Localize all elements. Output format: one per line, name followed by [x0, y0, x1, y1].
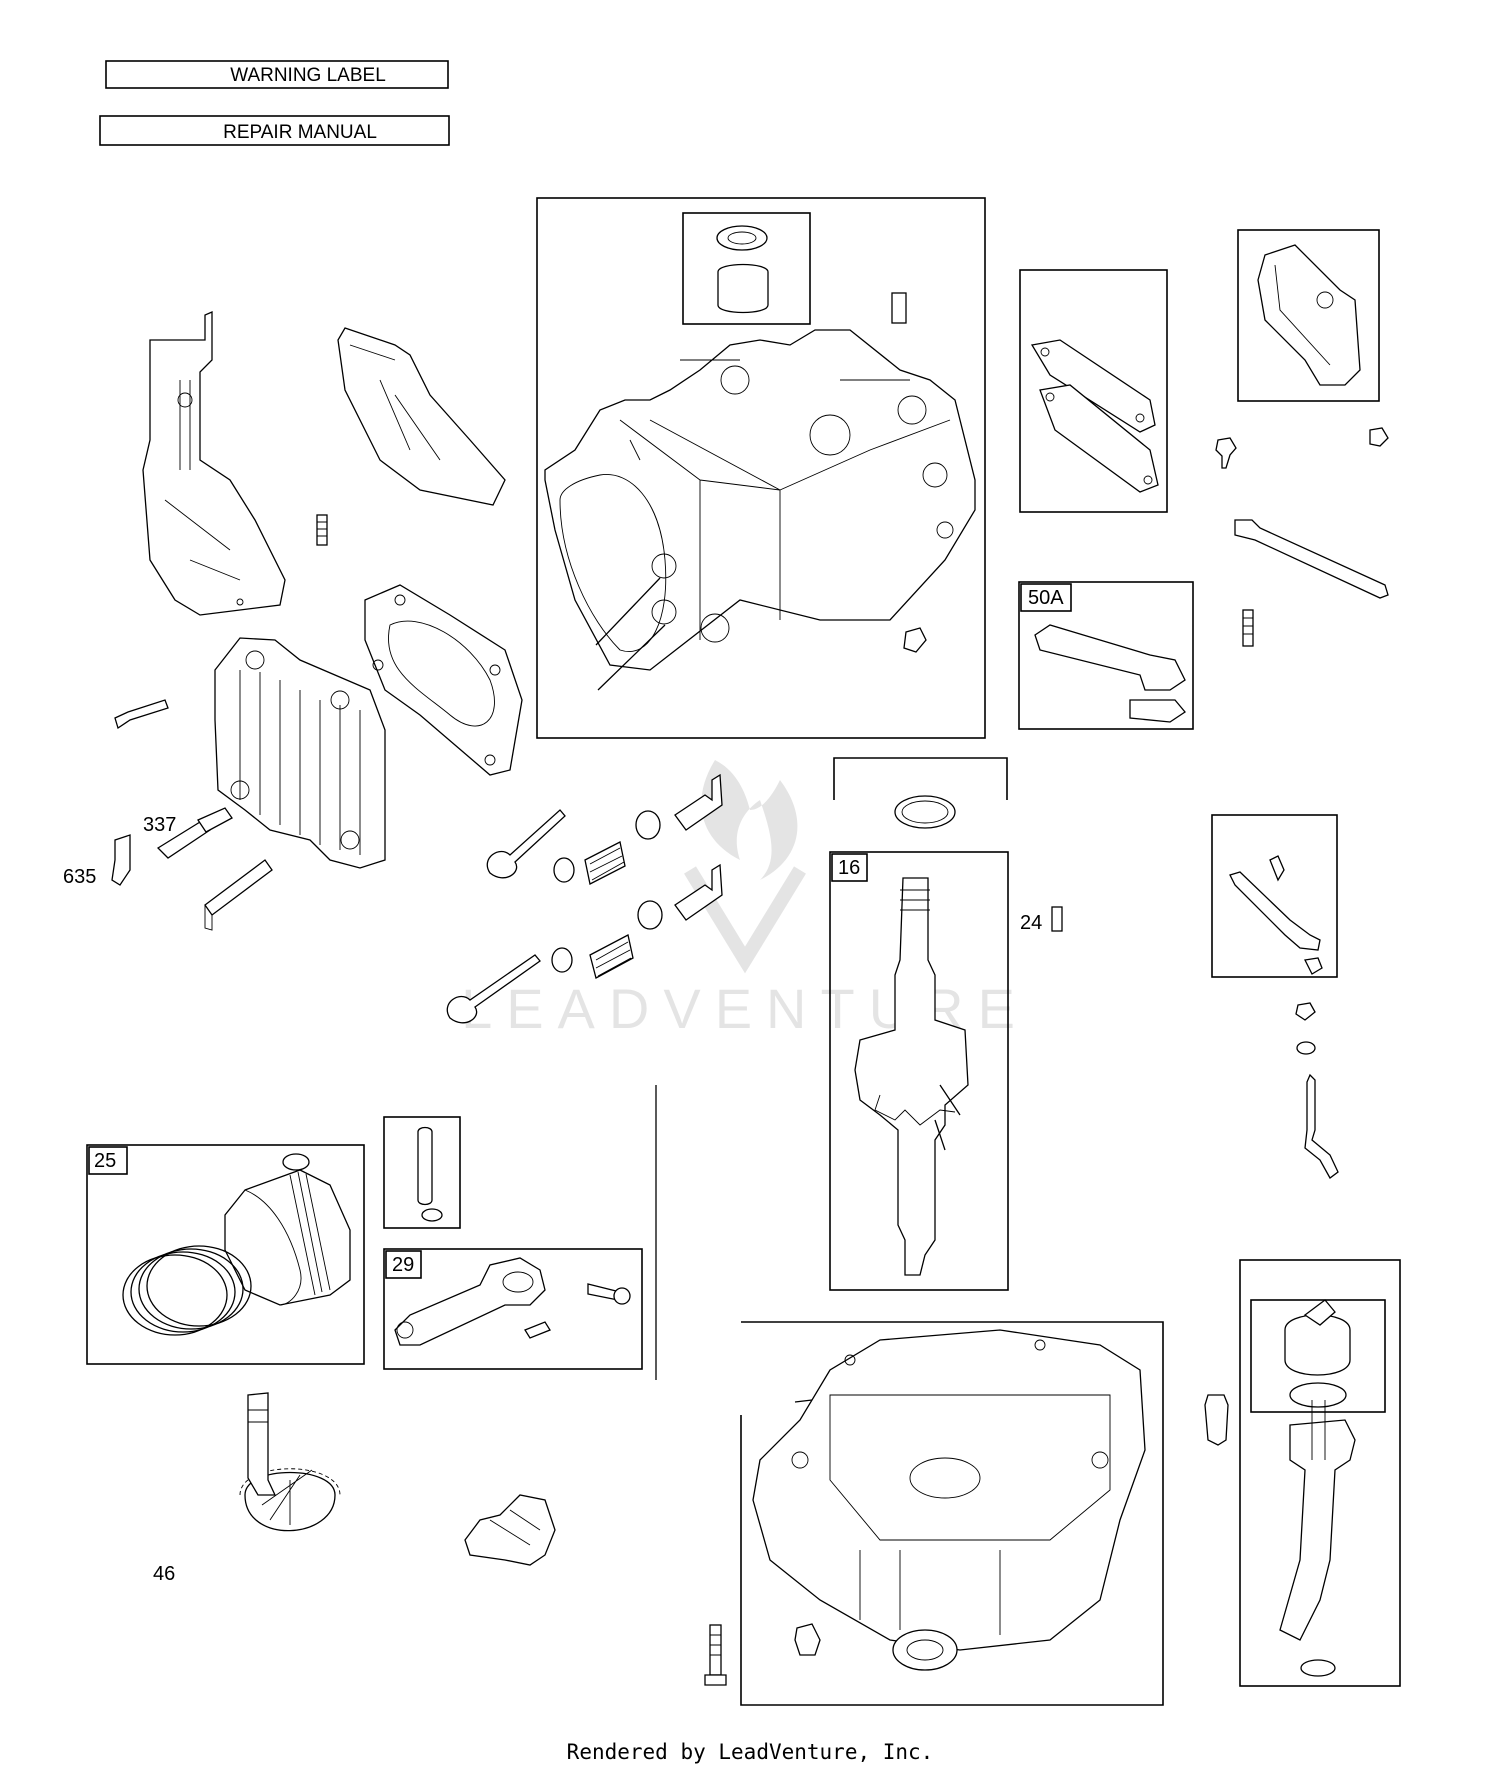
- crankshaft-box: 16: [829, 851, 1009, 1291]
- connecting-rod-box: 29: [383, 1248, 643, 1370]
- valve-retainers: [551, 810, 663, 973]
- warning-label-text: WARNING LABEL: [230, 65, 386, 86]
- oil-cap-box: [1250, 1299, 1386, 1413]
- valve-springs: [584, 841, 634, 979]
- callout-24: 24: [1020, 912, 1042, 934]
- callout-16: 16: [838, 857, 860, 879]
- crankcase-sump: [752, 1329, 1146, 1651]
- sump-bolt: [704, 1624, 727, 1686]
- callout-25: 25: [94, 1150, 116, 1172]
- callout-337: 337: [143, 814, 176, 836]
- cylinder-block: [544, 329, 976, 671]
- camshaft-gear: [239, 1392, 341, 1532]
- warning-label-box[interactable]: WARNING LABEL: [105, 60, 449, 89]
- callout-25-box: [88, 1146, 128, 1175]
- dipstick-tube: [1234, 519, 1389, 599]
- dipstick-screw: [1242, 609, 1254, 647]
- spark-plug-boot: [111, 834, 131, 886]
- callout-50a: 50A: [1028, 587, 1064, 609]
- head-bolt: [114, 699, 169, 730]
- callout-16-box: [831, 853, 868, 882]
- o-ring-box: [833, 757, 1008, 829]
- sump-plug: [794, 1623, 821, 1656]
- block-leader-lines: [595, 577, 666, 691]
- air-baffle-center: [337, 327, 506, 506]
- callout-46: 46: [153, 1563, 175, 1585]
- cover-screw-left: [1215, 437, 1237, 469]
- baffle-screw: [316, 514, 328, 546]
- valve-tappets: [674, 773, 723, 921]
- crankshaft: [854, 877, 969, 1276]
- valve-cover-box: [1237, 229, 1380, 402]
- governor-washer: [1296, 1041, 1316, 1055]
- callout-29-box: [385, 1250, 422, 1279]
- valve-intake: [486, 809, 566, 879]
- seal-bushing-box: [682, 212, 811, 325]
- valve-exhaust: [446, 954, 541, 1024]
- cylinder-head: [214, 637, 386, 869]
- governor-link-rod: [1304, 1073, 1339, 1179]
- callout-29: 29: [392, 1254, 414, 1276]
- piston-rings: [122, 1245, 252, 1336]
- air-baffle-left: [142, 311, 286, 616]
- crank-key: [1051, 906, 1063, 932]
- cylinder-block-box: [536, 197, 986, 739]
- governor-arm-box: [1211, 814, 1338, 978]
- repair-manual-text: REPAIR MANUAL: [223, 122, 377, 143]
- wrist-pin-box: [383, 1116, 461, 1229]
- repair-manual-box[interactable]: REPAIR MANUAL: [99, 115, 450, 146]
- piston-box: 25: [86, 1144, 365, 1365]
- footer-rendered-by: Rendered by LeadVenture, Inc.: [566, 1740, 934, 1764]
- piston: [224, 1153, 351, 1306]
- governor-gear-assembly: [464, 1494, 556, 1566]
- oil-drain-plug: [1204, 1394, 1229, 1446]
- head-gasket: [364, 584, 523, 776]
- gasket-set-box: [1019, 269, 1168, 513]
- block-drain-plug: [903, 627, 927, 653]
- governor-nut: [1295, 1002, 1316, 1021]
- breather-tube: [204, 859, 273, 931]
- sump-oil-seal: [892, 1629, 958, 1671]
- part-50a-box: 50A: [1018, 581, 1194, 730]
- callout-635: 635: [63, 866, 96, 888]
- dowel-pin: [891, 292, 907, 324]
- spark-plug: [156, 807, 233, 859]
- cover-screw-right: [1369, 427, 1389, 447]
- oil-fill-box: [1239, 1259, 1401, 1687]
- callout-50a-box: [1020, 583, 1072, 612]
